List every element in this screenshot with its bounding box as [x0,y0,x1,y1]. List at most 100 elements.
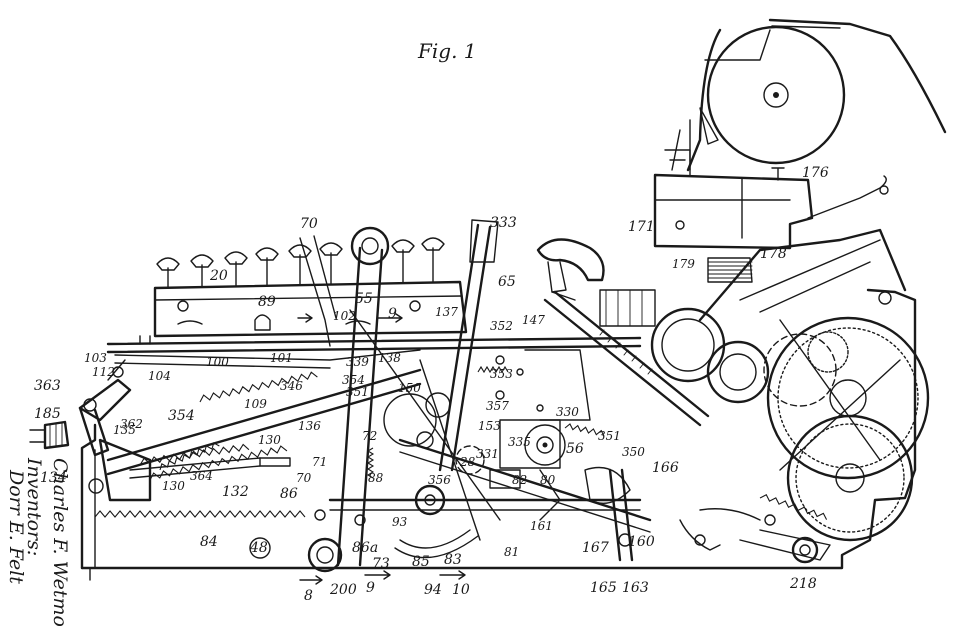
foot-wheels [249,536,819,573]
key-cap [190,254,214,287]
figure-title: Fig. 1 [417,39,477,63]
inventor-name-2: Dorr E. Felt [5,469,27,584]
spring-350 [759,494,828,520]
ref-93: 93 [392,515,408,529]
ref-185: 185 [34,406,61,422]
ref-163: 163 [622,580,649,596]
ref-81: 81 [504,545,519,559]
ref-73: 73 [372,556,390,572]
housing-screw [409,300,421,312]
ref-20: 20 [209,268,228,284]
ref-353: 353 [490,367,513,381]
spring-84 [94,510,306,518]
ref-89: 89 [258,294,276,310]
transfer-roller [706,340,770,404]
inventor-name-1: Charles F. Wetmore [49,458,71,626]
left-mechanism [29,359,291,502]
ref-70b: 70 [296,471,312,485]
printing-mechanism [650,228,930,542]
ref-71: 71 [312,455,327,469]
ref-179: 179 [672,257,695,271]
ref-82: 82 [512,473,527,487]
spring-88 [366,447,375,479]
cam-56 [524,424,566,466]
printer-carriage [653,149,889,283]
ref-104: 104 [148,369,171,383]
ref-9: 9 [388,306,397,322]
ref-84: 84 [200,534,218,550]
central-cam-mechanism [314,349,631,559]
ref-330: 330 [556,405,579,419]
ref-80: 80 [540,473,556,487]
ref-28: 28 [459,455,476,469]
ref-101: 101 [270,351,293,365]
ref-165: 165 [590,580,617,596]
ref-354a: 354 [342,373,365,387]
inventors-heading: Inventors: [23,457,45,556]
ref-109: 109 [244,397,267,411]
key-cap [421,237,445,283]
ref-346: 346 [280,379,303,393]
ref-8: 8 [304,588,313,604]
ref-331: 331 [476,447,499,461]
ref-10: 10 [452,582,470,598]
paper-roll [706,25,846,165]
main-gear-wheel [766,316,930,480]
ref-167: 167 [582,540,609,556]
spring-130 [139,443,250,466]
ref-166: 166 [652,460,679,476]
lever-linkages [106,219,652,567]
lever-354 [106,368,422,462]
key-cap [319,242,343,285]
ref-136: 136 [298,419,321,433]
ref-147: 147 [522,313,545,327]
ref-363: 363 [34,378,61,394]
knob-185 [29,420,70,450]
type-block-stack [707,257,753,283]
ref-161: 161 [530,519,553,533]
key-row [156,237,445,289]
ref-354b: 354 [168,408,195,424]
spring-353 [477,365,509,374]
ref-103: 103 [84,351,107,365]
wheel-218 [791,536,819,564]
ref-86: 86 [280,486,298,502]
ref-200: 200 [329,582,357,598]
ref-150: 150 [398,381,421,395]
ref-55: 55 [355,291,373,307]
spring-351 [564,423,605,437]
rack-bar [543,290,710,427]
ref-171: 171 [628,219,655,235]
housing-screw [177,300,189,312]
key-cap [391,239,415,284]
platen-roller [650,307,726,383]
paper-roll-assembly [671,18,947,172]
ref-335: 335 [508,435,531,449]
ref-218: 218 [789,576,817,592]
ref-351b: 351 [598,429,621,443]
ref-178: 178 [760,246,787,262]
ref-137: 137 [435,305,458,319]
spring-109 [199,371,318,403]
machine-base-frame [80,288,917,581]
spring-132 [149,445,288,481]
ref-339: 339 [346,355,369,369]
ref-65: 65 [498,274,516,290]
ref-86a: 86a [352,540,378,556]
control-handle [536,238,656,327]
section-markers [297,313,466,585]
ref-356: 356 [428,473,451,487]
ref-72: 72 [362,429,377,443]
ref-357: 357 [486,399,509,413]
inventors-block: Inventors: Charles F. Wetmore Dorr E. Fe… [5,457,71,626]
ref-102: 102 [333,309,356,323]
keyboard-housing [153,237,468,338]
lever-55-pivot [350,226,390,266]
key-cap [255,247,279,286]
lever-55 [336,246,362,567]
ref-364: 364 [190,469,213,483]
ref-135: 135 [113,423,136,437]
ref-153: 153 [478,419,501,433]
lever-333 [438,223,480,472]
